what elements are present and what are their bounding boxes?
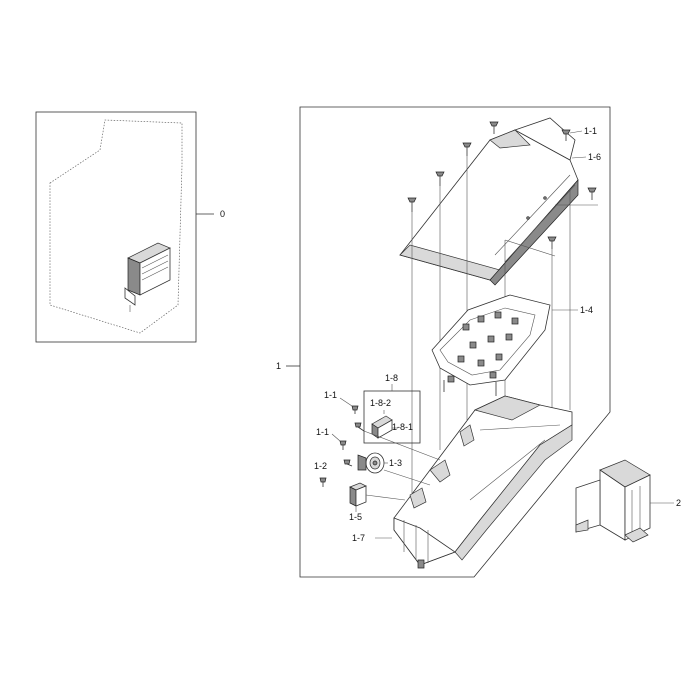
heater-cover bbox=[399, 117, 579, 286]
screw bbox=[462, 142, 472, 156]
screw bbox=[407, 197, 417, 212]
callout-1-5: 1-5 bbox=[349, 512, 362, 522]
callout-1-3: 1-3 bbox=[389, 458, 402, 468]
screw bbox=[351, 405, 359, 414]
thermostat-alignment-line bbox=[363, 430, 441, 461]
callout-1-2: 1-2 bbox=[314, 461, 327, 471]
fuse-alignment-line bbox=[383, 469, 431, 486]
callout-1-1c: 1-1 bbox=[316, 427, 329, 437]
callout-1-7: 1-7 bbox=[352, 533, 365, 543]
callout-1-6-leader bbox=[571, 156, 587, 159]
temperature-sensor bbox=[349, 482, 367, 507]
main-frame bbox=[286, 106, 611, 578]
main-frame-outline bbox=[299, 106, 611, 578]
screw bbox=[339, 440, 347, 450]
callout-1-8-1: 1-8-1 bbox=[392, 422, 413, 432]
screw bbox=[319, 477, 327, 487]
callout-0: 0 bbox=[220, 209, 225, 219]
callout-1-1b-leader bbox=[339, 397, 353, 407]
callout-1-1a: 1-1 bbox=[584, 126, 597, 136]
callout-1-1b: 1-1 bbox=[324, 390, 337, 400]
screw bbox=[547, 236, 557, 249]
inset-frame bbox=[35, 111, 197, 343]
thermostat-subassembly-box bbox=[363, 384, 421, 444]
screw bbox=[354, 422, 365, 432]
thermal-fuse bbox=[357, 452, 385, 474]
heater-coil-terminals bbox=[447, 311, 519, 383]
screw bbox=[587, 187, 597, 200]
callout-1-8-2: 1-8-2 bbox=[370, 398, 391, 408]
callout-1-1c-leader bbox=[331, 433, 341, 442]
screw bbox=[343, 459, 353, 467]
callout-1: 1 bbox=[276, 361, 281, 371]
screws-top bbox=[407, 121, 597, 249]
callout-1-6: 1-6 bbox=[588, 152, 601, 162]
sensor-alignment-line bbox=[365, 494, 406, 501]
thermostat-part bbox=[371, 410, 393, 439]
screw bbox=[489, 121, 499, 134]
location-inset bbox=[35, 111, 214, 343]
mounting-bracket bbox=[575, 459, 651, 543]
callout-2: 2 bbox=[676, 498, 681, 508]
dryer-outline bbox=[49, 119, 183, 334]
callout-1-1a-leader bbox=[569, 130, 583, 134]
callout-1-8: 1-8 bbox=[385, 373, 398, 383]
inset-heater-assembly bbox=[124, 242, 171, 312]
heater-housing bbox=[393, 395, 573, 569]
screw bbox=[561, 129, 571, 141]
heater-element bbox=[431, 294, 551, 396]
screw bbox=[435, 171, 445, 186]
callout-1-4: 1-4 bbox=[580, 305, 593, 315]
